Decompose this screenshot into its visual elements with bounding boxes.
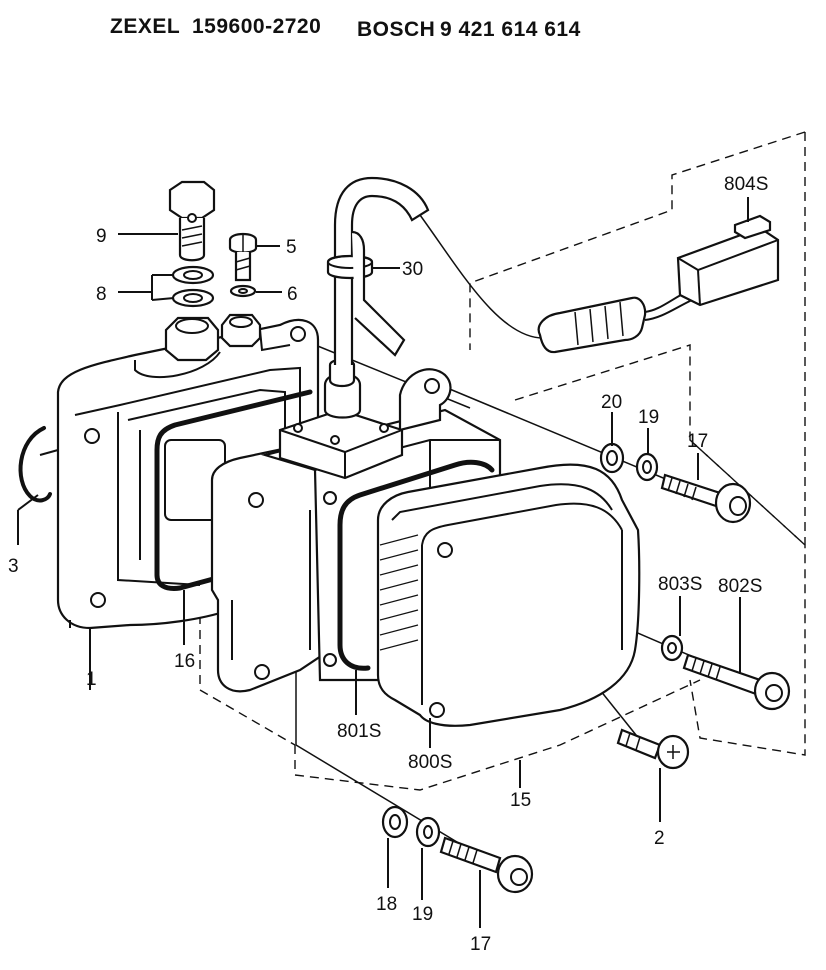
label-804s: 804S [724, 174, 768, 195]
label-800s: 800S [408, 752, 452, 773]
label-18: 18 [376, 894, 397, 915]
label-1: 1 [86, 669, 97, 690]
assembly-dashed-lines [199, 131, 806, 791]
cover-ribs [379, 534, 419, 651]
banjo-bolt-9 [168, 180, 216, 262]
label-801s: 801S [337, 721, 381, 742]
screw-2 [616, 728, 690, 770]
header-number1: 159600-2720 [192, 15, 321, 38]
label-6: 6 [287, 284, 298, 305]
connector-804s [537, 214, 780, 354]
cover-800s [376, 463, 641, 727]
top-block [278, 176, 430, 480]
fastener-set-lower [381, 805, 534, 894]
label-803s: 803S [658, 574, 702, 595]
label-30: 30 [402, 259, 423, 280]
label-802s: 802S [718, 576, 762, 597]
header-brand2: BOSCH [357, 18, 435, 41]
label-5: 5 [286, 237, 297, 258]
screw-5 [228, 232, 258, 282]
label-8: 8 [96, 284, 107, 305]
label-3: 3 [8, 556, 19, 577]
gasket-16 [154, 389, 313, 591]
label-15: 15 [510, 790, 531, 811]
washers-8 [171, 265, 215, 308]
label-16: 16 [174, 651, 195, 672]
label-19-lower: 19 [412, 904, 433, 925]
label-20: 20 [601, 392, 622, 413]
clip-3 [18, 426, 52, 503]
label-leaders [17, 197, 749, 928]
washer-6 [229, 284, 257, 298]
header-number2: 9 421 614 614 [440, 18, 581, 41]
part-labels: 9 5 8 6 30 804S 20 19 17 3 803S 802S 16 … [8, 174, 768, 955]
header: ZEXEL 159600-2720 BOSCH 9 421 614 614 [110, 15, 581, 41]
gasket-801s [337, 459, 495, 671]
fastener-set-upper [599, 442, 752, 524]
label-17-lower: 17 [470, 934, 491, 955]
label-2: 2 [654, 828, 665, 849]
label-9: 9 [96, 226, 107, 247]
label-17-upper: 17 [687, 431, 708, 452]
header-brand1: ZEXEL [110, 15, 180, 38]
label-19-upper: 19 [638, 407, 659, 428]
fastener-set-middle [660, 634, 791, 711]
